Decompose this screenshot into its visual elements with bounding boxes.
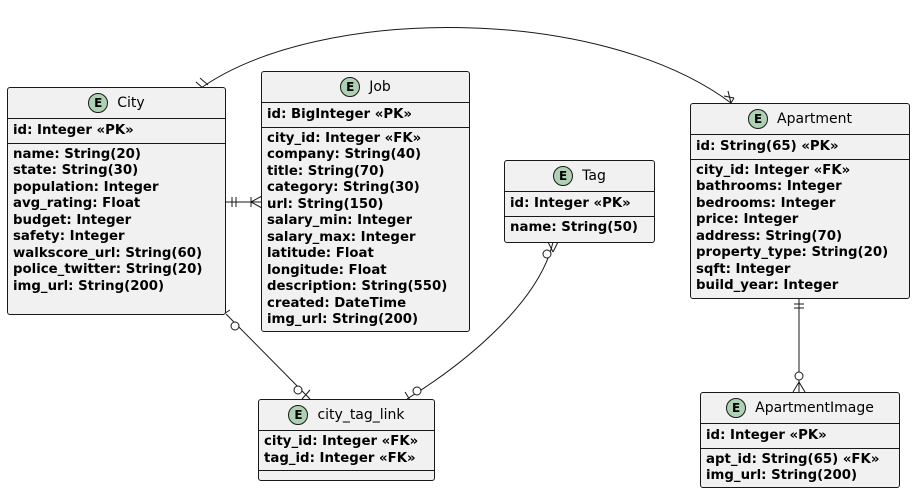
- entity-job[interactable]: E Job id: BigInteger «PK» city_id: Integ…: [261, 71, 470, 332]
- field: walkscore_url: String(60): [13, 245, 203, 261]
- edge-city-apartment: [195, 27, 735, 104]
- primary-key-section: id: String(65) «PK»: [691, 135, 909, 160]
- entity-title: city_tag_link: [317, 407, 405, 423]
- pk-field: id: Integer «PK»: [13, 123, 134, 138]
- field: salary_max: Integer: [267, 229, 416, 245]
- field: latitude: Float: [267, 246, 374, 261]
- entity-e-icon: E: [726, 398, 747, 418]
- entity-e-icon: E: [88, 93, 109, 113]
- field: safety: Integer: [13, 229, 125, 244]
- pk-field: id: BigInteger «PK»: [267, 107, 412, 122]
- entity-title: ApartmentImage: [755, 400, 874, 416]
- field: img_url: String(200): [13, 278, 165, 294]
- field: img_url: String(200): [706, 468, 858, 483]
- entity-title: Tag: [582, 168, 606, 184]
- field: description: String(550): [267, 279, 448, 294]
- edge-apartment-apartmentimage: [792, 298, 806, 393]
- field: avg_rating: Float: [13, 196, 141, 211]
- field: budget: Integer: [13, 212, 132, 228]
- edge-tag-citytaglink: [404, 241, 559, 401]
- entity-header: E City: [8, 88, 225, 119]
- field: city_id: Integer «FK»: [264, 434, 419, 449]
- pk-field: id: Integer «PK»: [706, 428, 827, 443]
- field: price: Integer: [696, 212, 799, 227]
- field: build_year: Integer: [696, 278, 839, 293]
- entity-title: City: [117, 95, 145, 111]
- entity-e-icon: E: [340, 77, 361, 97]
- field: img_url: String(200): [267, 312, 419, 327]
- entity-header: E Tag: [505, 161, 654, 192]
- pk-field: id: Integer «PK»: [510, 196, 631, 211]
- entity-title: Apartment: [777, 111, 852, 127]
- field-list: name: String(20) state: String(30) popul…: [8, 144, 225, 298]
- field: city_id: Integer «FK»: [696, 162, 851, 178]
- field: name: String(20): [13, 146, 141, 162]
- field: name: String(50): [510, 219, 638, 235]
- entity-header: E city_tag_link: [259, 400, 434, 431]
- field-list: city_id: Integer «FK» company: String(40…: [262, 128, 469, 331]
- pk-field: id: String(65) «PK»: [696, 139, 839, 154]
- field: url: String(150): [267, 196, 384, 212]
- entity-title: Job: [369, 79, 391, 95]
- field-list: name: String(50): [505, 217, 654, 239]
- entity-header: E Apartment: [691, 104, 909, 135]
- entity-e-icon: E: [553, 166, 574, 186]
- entity-header: E Job: [262, 72, 469, 103]
- field-list: city_id: Integer «FK» bathrooms: Integer…: [691, 160, 909, 297]
- entity-apartment[interactable]: E Apartment id: String(65) «PK» city_id:…: [690, 103, 910, 299]
- field: apt_id: String(65) «FK»: [706, 451, 880, 467]
- edge-city-job: [226, 195, 263, 209]
- entity-city-tag-link[interactable]: E city_tag_link city_id: Integer «FK» ta…: [258, 399, 435, 481]
- field: title: String(70): [267, 163, 385, 179]
- field: salary_min: Integer: [267, 213, 412, 228]
- field: state: String(30): [13, 163, 139, 178]
- entity-header: E ApartmentImage: [701, 393, 899, 424]
- entity-tag[interactable]: E Tag id: Integer «PK» name: String(50): [504, 160, 655, 243]
- primary-key-section: id: Integer «PK»: [701, 424, 899, 449]
- field: city_id: Integer «FK»: [267, 130, 422, 146]
- field: longitude: Float: [267, 262, 387, 278]
- entity-e-icon: E: [288, 405, 309, 425]
- field: sqft: Integer: [696, 261, 791, 277]
- field: bathrooms: Integer: [696, 179, 842, 194]
- entity-e-icon: E: [748, 109, 769, 129]
- field: created: DateTime: [267, 295, 407, 311]
- entity-apartmentimage[interactable]: E ApartmentImage id: Integer «PK» apt_id…: [700, 392, 900, 488]
- field-list: apt_id: String(65) «FK» img_url: String(…: [701, 449, 899, 487]
- primary-key-section: id: Integer «PK»: [8, 119, 225, 144]
- entity-city[interactable]: E City id: Integer «PK» name: String(20)…: [7, 87, 226, 315]
- edge-city-citytaglink: [221, 309, 311, 400]
- field: address: String(70): [696, 228, 843, 244]
- field: company: String(40): [267, 147, 422, 162]
- field: population: Integer: [13, 179, 159, 195]
- field: bedrooms: Integer: [696, 195, 836, 211]
- field: tag_id: Integer «FK»: [264, 450, 416, 466]
- field: police_twitter: String(20): [13, 262, 203, 277]
- field: property_type: String(20): [696, 245, 889, 260]
- field: category: String(30): [267, 180, 420, 195]
- primary-key-section: id: BigInteger «PK»: [262, 103, 469, 128]
- primary-key-section: id: Integer «PK»: [505, 192, 654, 217]
- field-list: city_id: Integer «FK» tag_id: Integer «F…: [259, 431, 434, 471]
